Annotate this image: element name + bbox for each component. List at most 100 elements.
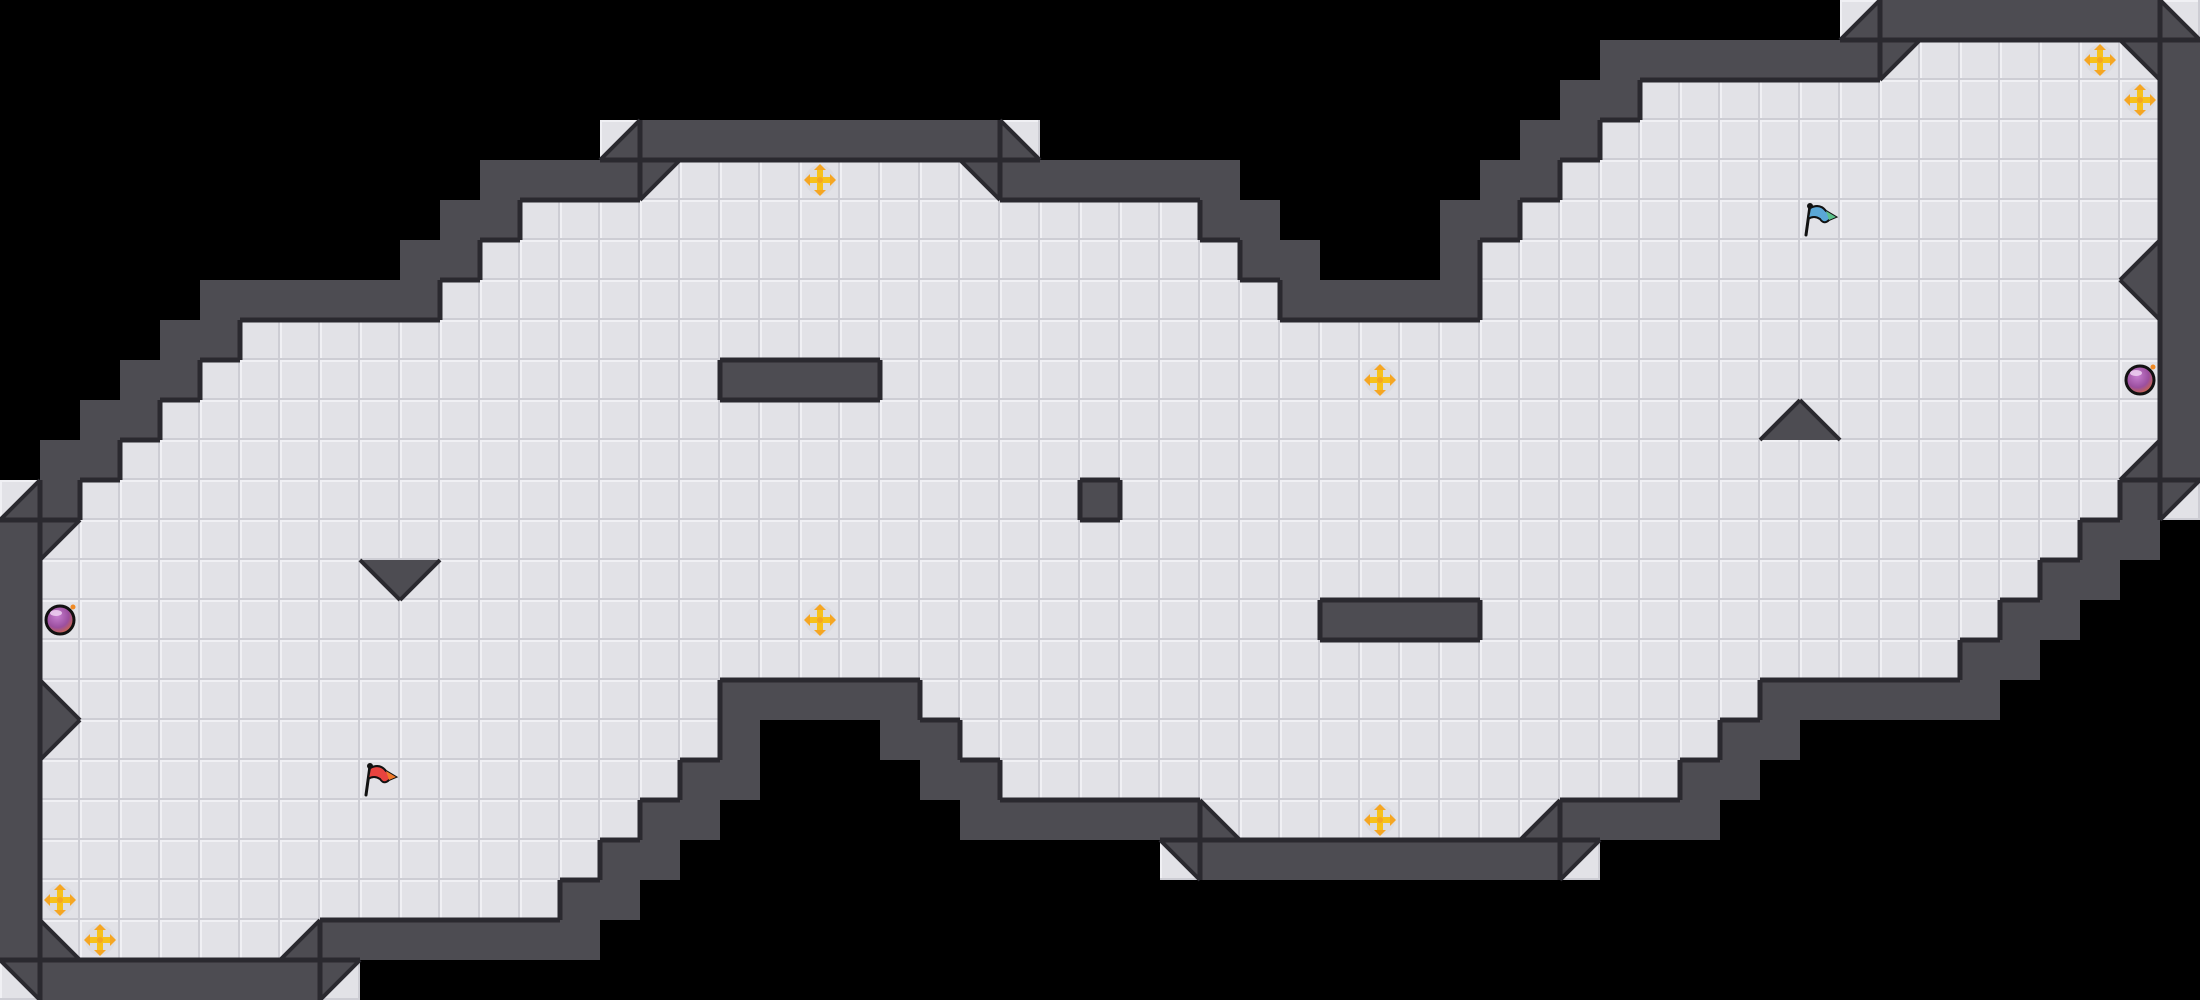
floor-tile [920, 680, 960, 720]
floor-tile [1840, 80, 1880, 120]
floor-tile [80, 600, 120, 640]
floor-tile [960, 480, 1000, 520]
floor-tile [880, 200, 920, 240]
floor-tile [1320, 520, 1360, 560]
floor-tile [1600, 400, 1640, 440]
floor-tile [160, 520, 200, 560]
wall-tile [480, 160, 520, 200]
wall-edge [2118, 238, 2162, 282]
floor-tile [880, 600, 920, 640]
wall-tile [1840, 40, 1880, 80]
floor-tile [1880, 80, 1920, 120]
floor-tile [960, 200, 1000, 240]
floor-tile [280, 360, 320, 400]
floor-tile [1800, 480, 1840, 520]
wall-tile [1360, 600, 1400, 640]
floor-tile [1520, 240, 1560, 280]
floor-tile [1920, 200, 1960, 240]
wall-tile [680, 760, 720, 800]
floor-tile [1320, 680, 1360, 720]
floor-tile [1880, 160, 1920, 200]
wall-tile [920, 120, 960, 160]
floor-tile [1560, 600, 1600, 640]
floor-tile [1560, 160, 1600, 200]
wall-tile [40, 440, 80, 480]
floor-tile [1200, 240, 1240, 280]
floor-tile [920, 560, 960, 600]
floor-tile [880, 400, 920, 440]
floor-tile [1000, 320, 1040, 360]
floor-tile [600, 720, 640, 760]
floor-tile [2080, 120, 2120, 160]
floor-tile [480, 240, 520, 280]
floor-tile [1640, 160, 1680, 200]
floor-tile [320, 680, 360, 720]
wall-edge [2118, 38, 2162, 82]
floor-tile [1480, 480, 1520, 520]
floor-tile [1320, 760, 1360, 800]
floor-tile [1360, 720, 1400, 760]
floor-tile [1600, 240, 1640, 280]
blue-flag-icon[interactable] [1804, 203, 1839, 237]
floor-tile [360, 360, 400, 400]
floor-tile [1600, 200, 1640, 240]
floor-tile [400, 360, 440, 400]
floor-tile [2040, 200, 2080, 240]
floor-tile [1960, 400, 2000, 440]
wall-tile [0, 800, 40, 840]
wall-tile [1760, 720, 1800, 760]
floor-tile [200, 720, 240, 760]
floor-tile [160, 680, 200, 720]
floor-tile [160, 920, 200, 960]
floor-tile [1960, 160, 2000, 200]
floor-tile [840, 200, 880, 240]
floor-tile [440, 320, 480, 360]
floor-tile [1760, 560, 1800, 600]
floor-tile [1080, 360, 1120, 400]
floor-tile [1880, 600, 1920, 640]
floor-tile [2040, 280, 2080, 320]
wall-tile [440, 920, 480, 960]
boost-icon [804, 604, 836, 636]
wall-edge [1838, 0, 1882, 42]
floor-tile [1920, 160, 1960, 200]
floor-tile [400, 760, 440, 800]
floor-tile [1640, 680, 1680, 720]
wall-tile [440, 200, 480, 240]
floor-tile [1560, 280, 1600, 320]
floor-tile [120, 480, 160, 520]
floor-tile [240, 400, 280, 440]
floor-tile [1400, 680, 1440, 720]
floor-tile [240, 440, 280, 480]
floor-tile [120, 800, 160, 840]
red-flag-icon[interactable] [364, 763, 399, 797]
floor-tile [680, 640, 720, 680]
wall-tile [2160, 80, 2200, 120]
floor-tile [760, 640, 800, 680]
wall-tile [1200, 200, 1240, 240]
wall-tile [2040, 600, 2080, 640]
floor-tile [1920, 560, 1960, 600]
floor-tile [560, 640, 600, 680]
floor-tile [320, 880, 360, 920]
floor-tile [640, 480, 680, 520]
floor-tile [1080, 760, 1120, 800]
floor-tile [920, 440, 960, 480]
floor-tile [1040, 600, 1080, 640]
floor-tile [1280, 360, 1320, 400]
floor-tile [480, 760, 520, 800]
floor-tile [880, 240, 920, 280]
floor-tile [800, 280, 840, 320]
wall-tile [80, 440, 120, 480]
wall-tile [520, 920, 560, 960]
wall-tile [0, 720, 40, 760]
floor-tile [520, 840, 560, 880]
floor-tile [240, 640, 280, 680]
floor-tile [1320, 640, 1360, 680]
floor-tile [1080, 680, 1120, 720]
wall-tile [840, 680, 880, 720]
floor-tile [1600, 560, 1640, 600]
floor-tile [240, 560, 280, 600]
floor-tile [880, 320, 920, 360]
